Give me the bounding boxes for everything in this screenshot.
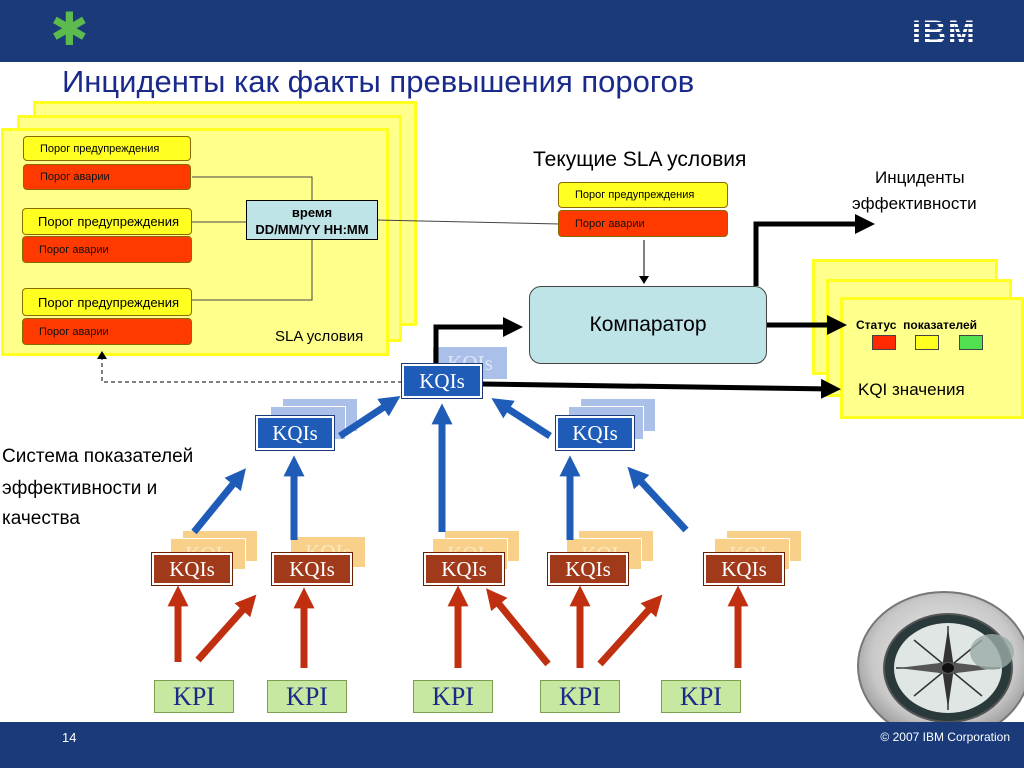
alarm-threshold-2: Порог аварии bbox=[22, 236, 192, 263]
kqi-top: KQIs bbox=[401, 363, 483, 399]
kqi-values-label: KQI значения bbox=[858, 380, 965, 399]
status-indicators-label: Статус показателей bbox=[856, 318, 978, 332]
kqi-low-4: KQIs bbox=[547, 552, 629, 586]
incidents-label-line2: эффективности bbox=[852, 194, 977, 213]
system-label-line2: эффективности и bbox=[2, 478, 158, 499]
time-label: время bbox=[291, 205, 333, 220]
system-label-line3: качества bbox=[2, 508, 80, 529]
slide-number: 14 bbox=[62, 730, 77, 745]
kpi-1: KPI bbox=[154, 680, 234, 713]
warning-threshold-3: Порог предупреждения bbox=[22, 288, 192, 316]
kqi-mid-right: KQIs bbox=[555, 415, 635, 451]
kpi-3: KPI bbox=[413, 680, 493, 713]
kpi-2: KPI bbox=[267, 680, 347, 713]
slide-title: Инциденты как факты превышения порогов bbox=[62, 64, 695, 99]
warning-threshold-2: Порог предупреждения bbox=[22, 208, 192, 235]
copyright: © 2007 IBM Corporation bbox=[880, 730, 1010, 744]
kpi-4: KPI bbox=[540, 680, 620, 713]
status-sheet-front bbox=[840, 297, 1024, 419]
header-bar bbox=[0, 0, 1024, 62]
ibm-logo: IBM bbox=[912, 14, 977, 50]
current-sla-title: Текущие SLA условия bbox=[533, 148, 747, 171]
current-warning-threshold: Порог предупреждения bbox=[558, 182, 728, 208]
sla-conditions-caption: SLA условия bbox=[275, 328, 364, 345]
status-yellow-indicator bbox=[915, 335, 939, 350]
arrow-to-kqi-values bbox=[481, 378, 841, 399]
footer-bar bbox=[0, 722, 1024, 768]
kqi-low-1: KQIs bbox=[151, 552, 233, 586]
comparator-box: Компаратор bbox=[529, 286, 767, 364]
status-green-indicator bbox=[959, 335, 983, 350]
warning-threshold-1: Порог предупреждения bbox=[23, 136, 191, 161]
asterisk-icon: ✱ bbox=[50, 2, 89, 56]
kqi-mid-left: KQIs bbox=[255, 415, 335, 451]
time-format: DD/MM/YY HH:MM bbox=[255, 222, 369, 237]
timestamp-box: время DD/MM/YY HH:MM bbox=[246, 200, 378, 240]
compass-icon bbox=[852, 582, 1024, 722]
kqi-low-5: KQIs bbox=[703, 552, 785, 586]
kqi-low-3: KQIs bbox=[423, 552, 505, 586]
status-red-indicator bbox=[872, 335, 896, 350]
arrow-to-comparator bbox=[433, 317, 523, 366]
incidents-label-line1: Инциденты bbox=[875, 168, 965, 187]
system-label-line1: Система показателей bbox=[2, 446, 194, 467]
kqi-low-2: KQIs bbox=[271, 552, 353, 586]
current-alarm-threshold: Порог аварии bbox=[558, 210, 728, 237]
arrow-to-incidents bbox=[753, 214, 875, 286]
alarm-threshold-1: Порог аварии bbox=[23, 164, 191, 190]
alarm-threshold-3: Порог аварии bbox=[22, 318, 192, 345]
kpi-5: KPI bbox=[661, 680, 741, 713]
